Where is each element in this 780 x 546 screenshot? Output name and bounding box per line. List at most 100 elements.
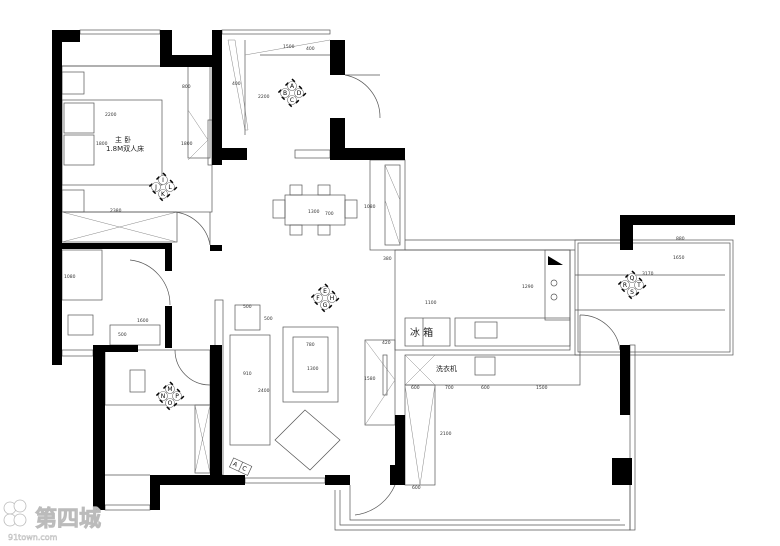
dim: 2200 bbox=[105, 112, 117, 118]
dim: 2100 bbox=[440, 431, 452, 437]
compass-letter: E bbox=[323, 288, 327, 295]
walls bbox=[52, 30, 735, 510]
dim: 2200 bbox=[258, 94, 270, 100]
compass-circle bbox=[634, 280, 644, 290]
dim: 600 bbox=[481, 385, 490, 391]
compass-letter: I bbox=[162, 177, 164, 184]
dim: 1800 bbox=[181, 141, 193, 147]
compass-circle bbox=[165, 398, 175, 408]
dim: 1500 bbox=[536, 385, 548, 391]
compass-circle bbox=[280, 88, 290, 98]
compass-circle bbox=[627, 273, 637, 283]
dim: 1500 bbox=[283, 44, 295, 50]
dim: 1300 bbox=[307, 366, 319, 372]
dim: 1080 bbox=[64, 274, 76, 280]
compass-diamond bbox=[154, 380, 186, 412]
compass-letter: H bbox=[330, 295, 335, 302]
compass-letter: Q bbox=[630, 275, 635, 282]
section-marker: A C bbox=[228, 457, 253, 476]
dim: 880 bbox=[676, 236, 685, 242]
compass-diamond bbox=[309, 282, 341, 314]
dim: 1800 bbox=[96, 141, 108, 147]
dim: 800 bbox=[182, 84, 191, 90]
marker-a: A bbox=[232, 461, 239, 469]
bed-label: 1.8M双人床 bbox=[106, 144, 144, 153]
compass-letter: D bbox=[297, 90, 302, 97]
dim: 500 bbox=[264, 316, 273, 322]
compass-letter: O bbox=[168, 400, 173, 407]
dim: 380 bbox=[383, 256, 392, 262]
dim: 2380 bbox=[110, 208, 122, 214]
watermark: 第四城 91town.com bbox=[3, 499, 101, 542]
compass-letter: M bbox=[167, 386, 172, 393]
compass-letter: G bbox=[323, 302, 328, 309]
dim: 600 bbox=[412, 485, 421, 491]
washer-label: 洗衣机 bbox=[436, 364, 457, 373]
compass-circle bbox=[320, 286, 330, 296]
dim: 1100 bbox=[425, 300, 437, 306]
compass-circle bbox=[158, 175, 168, 185]
watermark-brand: 第四城 bbox=[35, 506, 101, 532]
compass-letter: S bbox=[630, 289, 634, 296]
compass-marker: AB DC bbox=[276, 77, 308, 109]
compass-marker: MN PO bbox=[154, 380, 186, 412]
dimensions: 1500 400 400 2200 800 2200 1800 1800 238… bbox=[64, 44, 685, 491]
clover-logo-icon bbox=[3, 499, 27, 527]
dim: 3170 bbox=[642, 271, 654, 277]
dim: 500 bbox=[243, 304, 252, 310]
compass-circle bbox=[165, 384, 175, 394]
shaft bbox=[548, 256, 563, 265]
compass-letter: T bbox=[636, 282, 641, 289]
dim: 400 bbox=[306, 46, 315, 52]
compass-circle bbox=[313, 293, 323, 303]
compass-circle bbox=[158, 189, 168, 199]
compass-circle bbox=[151, 182, 161, 192]
compass-diamond bbox=[147, 171, 179, 203]
dim: 1080 bbox=[364, 204, 376, 210]
dim: 700 bbox=[325, 211, 334, 217]
compass-marker: EF HG bbox=[309, 282, 341, 314]
dim: 500 bbox=[118, 332, 127, 338]
dim: 1580 bbox=[364, 376, 376, 382]
compass-circle bbox=[165, 182, 175, 192]
compass-circle bbox=[620, 280, 630, 290]
dim: 1600 bbox=[137, 318, 149, 324]
compass-circle bbox=[158, 391, 168, 401]
fridge-label: 冰 箱 bbox=[410, 326, 433, 339]
compass-circle bbox=[327, 293, 337, 303]
marker-c: C bbox=[241, 465, 248, 473]
compass-circle bbox=[320, 300, 330, 310]
compass-letter: C bbox=[290, 97, 294, 104]
dim: 1290 bbox=[522, 284, 534, 290]
dim: 910 bbox=[243, 371, 252, 377]
watermark-site: 91town.com bbox=[8, 533, 58, 542]
dim: 2400 bbox=[258, 388, 270, 394]
dim: 400 bbox=[232, 81, 241, 87]
compass-circle bbox=[287, 81, 297, 91]
dim: 780 bbox=[306, 342, 315, 348]
compass-letter: N bbox=[161, 393, 166, 400]
compass-marker: QR TS bbox=[616, 269, 648, 301]
compass-circle bbox=[172, 391, 182, 401]
compass-letter: B bbox=[283, 90, 287, 97]
compass-letter: J bbox=[154, 184, 157, 191]
dim: 420 bbox=[382, 340, 391, 346]
compass-diamond bbox=[616, 269, 648, 301]
dim: 1650 bbox=[673, 255, 685, 261]
compass-diamond bbox=[276, 77, 308, 109]
compass-letter: R bbox=[623, 282, 627, 289]
compass-letter: F bbox=[316, 295, 320, 302]
compass-letter: L bbox=[168, 184, 172, 191]
compass-letter: A bbox=[290, 83, 295, 90]
master-bedroom-label: 主 卧 bbox=[115, 135, 131, 144]
compass-circle bbox=[287, 95, 297, 105]
dim: 1300 bbox=[308, 209, 320, 215]
compass-letter: P bbox=[175, 393, 179, 400]
compass-circle bbox=[294, 88, 304, 98]
dim: 600 bbox=[411, 385, 420, 391]
compass-circle bbox=[627, 287, 637, 297]
dim: 700 bbox=[445, 385, 454, 391]
